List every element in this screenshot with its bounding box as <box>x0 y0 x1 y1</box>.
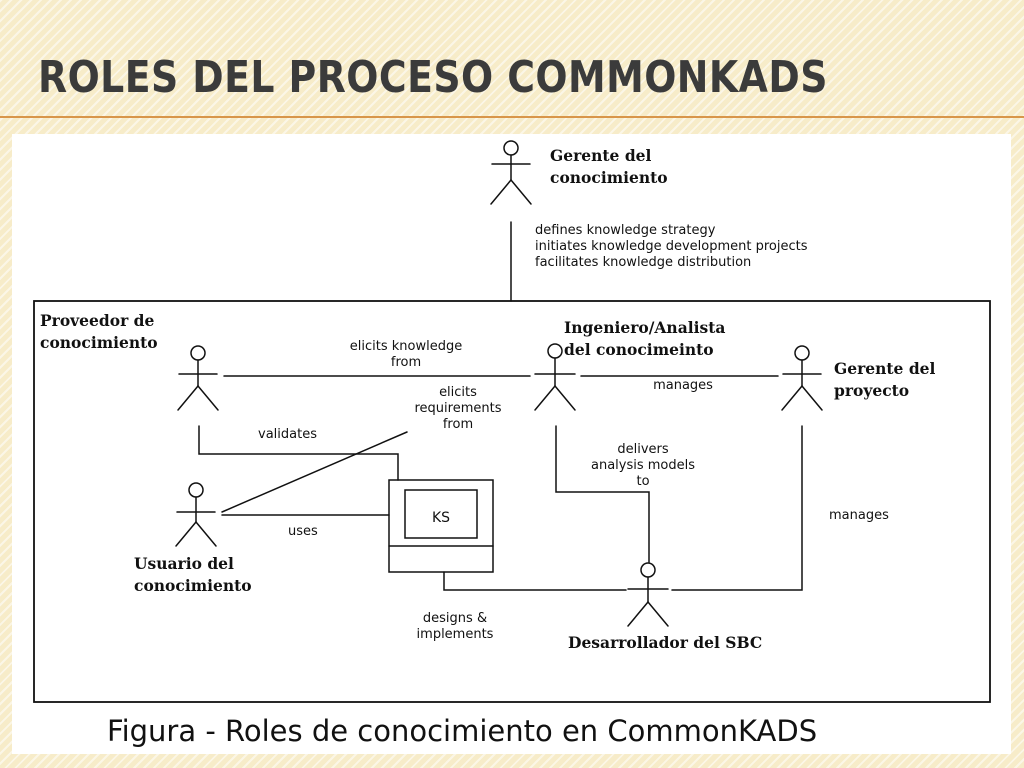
actor-figure-kbs-developer <box>627 562 669 627</box>
actor-label-knowledge-provider: Proveedor de conocimiento <box>40 311 158 352</box>
actor-figure-project-manager <box>781 345 823 411</box>
actor-label-knowledge-engineer: Ingeniero/Analista del conocimeinto <box>564 318 726 359</box>
line-delivers-models <box>555 425 650 563</box>
manager-responsibilities-label: defines knowledge strategy initiates kno… <box>535 223 808 270</box>
knowledge-system-box <box>388 479 494 573</box>
actor-label-knowledge-user: Usuario del conocimiento <box>134 554 252 595</box>
actor-label-knowledge-manager: Gerente del conocimiento <box>550 146 668 187</box>
manages-developer-label: manages <box>829 508 889 523</box>
actor-figure-knowledge-engineer <box>534 343 576 411</box>
elicits-knowledge-label: elicits knowledge from <box>349 339 463 370</box>
line-validates <box>198 425 399 481</box>
validates-label: validates <box>258 427 317 442</box>
actor-figure-knowledge-provider <box>177 345 219 411</box>
diagram-figure: Gerente del conocimiento Proveedor de co… <box>12 134 1011 754</box>
elicits-requirements-label: elicits requirements from <box>414 385 502 432</box>
line-elicits-requirements <box>221 431 408 513</box>
diagram-canvas <box>33 140 991 703</box>
uses-label: uses <box>288 524 318 539</box>
actor-label-project-manager: Gerente del proyecto <box>834 359 936 400</box>
line-manages-developer <box>671 425 803 591</box>
manages-engineer-label: manages <box>653 378 713 393</box>
actor-figure-knowledge-manager <box>490 140 532 205</box>
actor-label-kbs-developer: Desarrollador del SBC <box>568 633 763 652</box>
actor-figure-knowledge-user <box>175 482 217 547</box>
knowledge-system-label: KS <box>432 510 451 526</box>
slide-title: ROLES DEL PROCESO COMMONKADS <box>38 52 828 103</box>
delivers-models-label: delivers analysis models to <box>590 442 696 489</box>
figure-caption: Figura - Roles de conocimiento en Common… <box>107 714 818 748</box>
title-divider <box>0 116 1024 118</box>
line-designs-implements <box>443 571 627 591</box>
designs-implements-label: designs & implements <box>416 611 494 642</box>
organization-boundary <box>33 300 991 703</box>
